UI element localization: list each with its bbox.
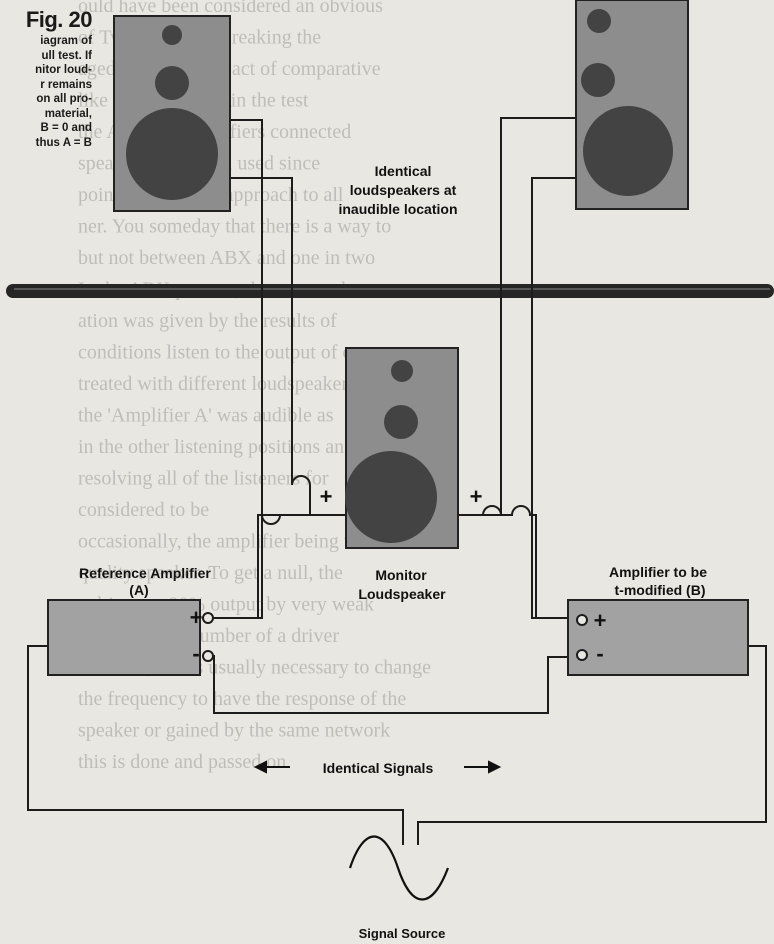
label-reference-amp-line1: Reference Amplifier bbox=[79, 565, 211, 581]
monitor-plus-right: + bbox=[470, 484, 483, 509]
label-reference-amp-line2: (A) bbox=[129, 582, 148, 598]
label-test-amp-line1: Amplifier to be bbox=[609, 564, 707, 580]
monitor-plus-left: + bbox=[320, 484, 333, 509]
label-identical-signals: Identical Signals bbox=[323, 760, 434, 776]
terminal-minus bbox=[202, 650, 214, 662]
ref-minus-sign: - bbox=[192, 641, 199, 666]
terminal-plus bbox=[202, 612, 214, 624]
caption-line: r remains bbox=[40, 78, 92, 91]
terminal-minus bbox=[576, 649, 588, 661]
divider-bar bbox=[6, 284, 774, 298]
test-minus-sign: - bbox=[596, 641, 603, 666]
background-text-line: occasionally, the amplifier being tested bbox=[78, 531, 390, 553]
background-text-line: considered to be bbox=[78, 499, 209, 521]
wire-ref-minus-to-test-minus bbox=[208, 655, 580, 714]
background-text-line: speaker or gained by the same network bbox=[78, 720, 390, 742]
background-text-line: the frequency to have the response of th… bbox=[78, 688, 406, 710]
midrange bbox=[155, 66, 189, 100]
figure-title: Fig. 20 bbox=[25, 7, 93, 32]
label-identical-speakers-line2: loudspeakers at bbox=[350, 182, 457, 198]
background-text-line: in the other listening positions and bbox=[78, 436, 354, 458]
background-text-line: this is done and passed on bbox=[78, 751, 286, 773]
figure-caption-text: iagram of ull test. If nitor loud- r rem… bbox=[0, 34, 92, 150]
loudspeaker-left bbox=[113, 15, 231, 212]
woofer bbox=[126, 108, 218, 200]
background-text-line: treated with different loudspeakers, wit… bbox=[78, 373, 427, 395]
background-text-line: ation was given by the results of bbox=[78, 310, 337, 332]
wire-right-speaker-2 bbox=[531, 177, 580, 619]
label-monitor-line2: Loudspeaker bbox=[358, 586, 446, 602]
test-plus-sign: + bbox=[594, 608, 607, 633]
wire-monitor-to-test-plus bbox=[458, 505, 580, 619]
label-identical-speakers-line1: Identical bbox=[375, 163, 432, 179]
wire-signal-to-ref bbox=[27, 645, 404, 845]
caption-line: thus A = B bbox=[35, 136, 92, 149]
label-test-amp-line2: t-modified (B) bbox=[615, 582, 706, 598]
tweeter bbox=[587, 9, 611, 33]
caption-line: on all pro- bbox=[36, 93, 92, 105]
figure-caption: Fig. 20 iagram of ull test. If nitor lou… bbox=[0, 7, 93, 150]
wire-signal-to-test bbox=[417, 645, 767, 845]
midrange bbox=[384, 405, 418, 439]
label-monitor-line1: Monitor bbox=[375, 567, 427, 583]
tweeter bbox=[391, 360, 413, 382]
midrange bbox=[581, 63, 615, 97]
signal-source-sine-icon bbox=[348, 835, 450, 901]
woofer bbox=[583, 106, 673, 196]
identical-signals-arrows bbox=[253, 760, 502, 774]
wiring bbox=[27, 117, 767, 845]
background-text-line: resolving all of the listeners for bbox=[78, 468, 329, 490]
wire-monitor-to-ref-plus bbox=[257, 514, 346, 618]
label-identical-speakers-line3: inaudible location bbox=[338, 201, 457, 217]
tweeter bbox=[162, 25, 182, 45]
loudspeaker-right bbox=[575, 0, 689, 210]
caption-line: ull test. If bbox=[41, 49, 92, 62]
caption-line: iagram of bbox=[40, 35, 92, 47]
wire-left-speaker-2 bbox=[230, 177, 311, 516]
woofer bbox=[345, 451, 437, 543]
ref-plus-sign: + bbox=[190, 605, 203, 630]
caption-line: B = 0 and bbox=[40, 122, 92, 134]
reference-amplifier: + - bbox=[47, 599, 214, 676]
background-text-line: the 'Amplifier A' was audible as bbox=[78, 405, 334, 427]
test-amplifier: + - bbox=[567, 599, 749, 676]
background-text-line: ould have been considered an obvious bbox=[78, 0, 383, 17]
caption-line: material, bbox=[44, 107, 92, 120]
wire-left-speaker-1 bbox=[208, 119, 263, 619]
label-signal-source: Signal Source bbox=[359, 926, 446, 941]
monitor-loudspeaker bbox=[345, 347, 459, 549]
terminal-plus bbox=[576, 614, 588, 626]
background-text-line: but not between ABX and one in two bbox=[78, 247, 375, 269]
caption-line: nitor loud- bbox=[35, 64, 92, 76]
background-text-line: ner. You someday that there is a way to bbox=[78, 216, 391, 238]
background-text-line: conditions listen to the output of one bbox=[78, 342, 371, 364]
background-text-line: quality speaker. To get a null, the bbox=[78, 562, 343, 584]
